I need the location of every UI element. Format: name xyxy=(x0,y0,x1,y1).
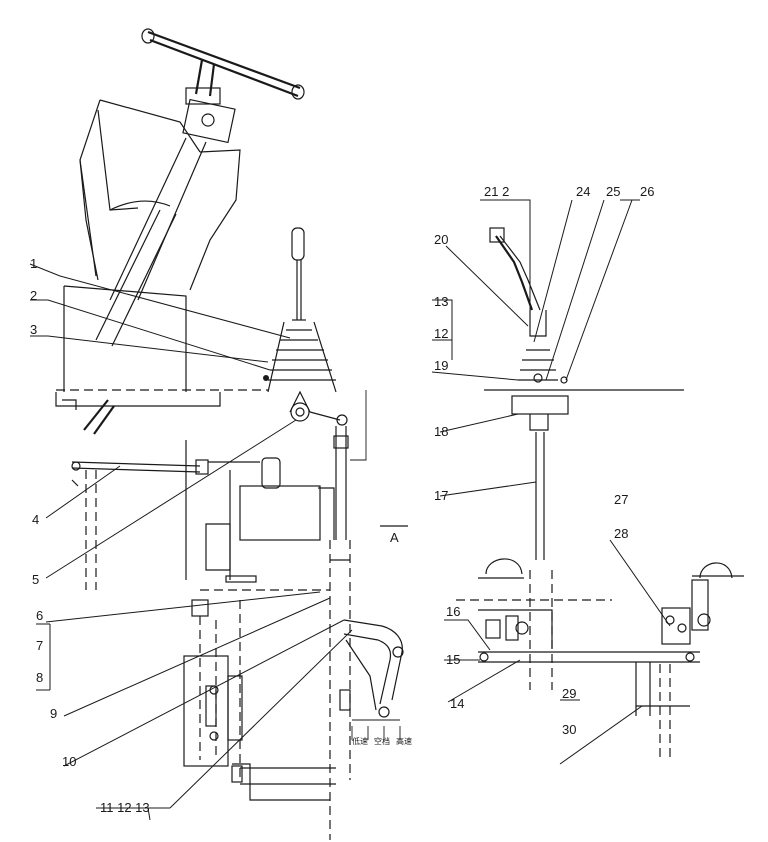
label-2: 2 xyxy=(30,288,37,303)
label-26: 26 xyxy=(640,184,654,199)
label-16: 16 xyxy=(446,604,460,619)
label-21-22: 21 2 xyxy=(484,184,509,199)
label-27: 27 xyxy=(614,492,628,507)
label-7: 7 xyxy=(36,638,43,653)
linkage-rods xyxy=(71,399,260,590)
label-4: 4 xyxy=(32,512,39,527)
shift-arm-left xyxy=(339,619,404,740)
gear-lever-right xyxy=(484,227,684,560)
leader-lines xyxy=(29,199,671,821)
cab-seat xyxy=(79,99,241,291)
label-9: 9 xyxy=(50,706,57,721)
label-12-right: 12 xyxy=(434,326,448,341)
steering-column xyxy=(95,98,236,347)
label-28: 28 xyxy=(614,526,628,541)
view-label-a: A xyxy=(390,530,399,545)
view-arrow-A: A xyxy=(380,525,408,545)
label-1: 1 xyxy=(30,256,37,271)
shift-fork-right xyxy=(635,562,744,760)
label-3: 3 xyxy=(30,322,37,337)
gear-lever-left xyxy=(263,227,367,540)
label-15: 15 xyxy=(446,652,460,667)
label-30: 30 xyxy=(562,722,576,737)
label-25: 25 xyxy=(606,184,620,199)
label-8: 8 xyxy=(36,670,43,685)
label-19: 19 xyxy=(434,358,448,373)
part-labels: 1 2 3 4 5 6 7 8 9 10 11 12 13 21 2 24 25… xyxy=(30,184,654,815)
label-29: 29 xyxy=(562,686,576,701)
speed-neutral-label: 空档 xyxy=(374,736,390,746)
label-5: 5 xyxy=(32,572,39,587)
steering-wheel xyxy=(141,28,305,105)
label-6: 6 xyxy=(36,608,43,623)
gearbox-left xyxy=(183,440,351,840)
gearbox-right xyxy=(456,558,700,690)
label-17: 17 xyxy=(434,488,448,503)
label-20: 20 xyxy=(434,232,448,247)
label-14: 14 xyxy=(450,696,464,711)
speed-low-label: 低速 xyxy=(352,736,368,746)
label-13-right: 13 xyxy=(434,294,448,309)
label-18: 18 xyxy=(434,424,448,439)
floor-plate xyxy=(55,285,268,410)
speed-high-label: 高速 xyxy=(396,736,412,746)
speed-scale: 低速 空档 高速 xyxy=(352,736,412,746)
label-24: 24 xyxy=(576,184,590,199)
label-11-12-13: 11 12 13 xyxy=(100,800,150,815)
label-10: 10 xyxy=(62,754,76,769)
